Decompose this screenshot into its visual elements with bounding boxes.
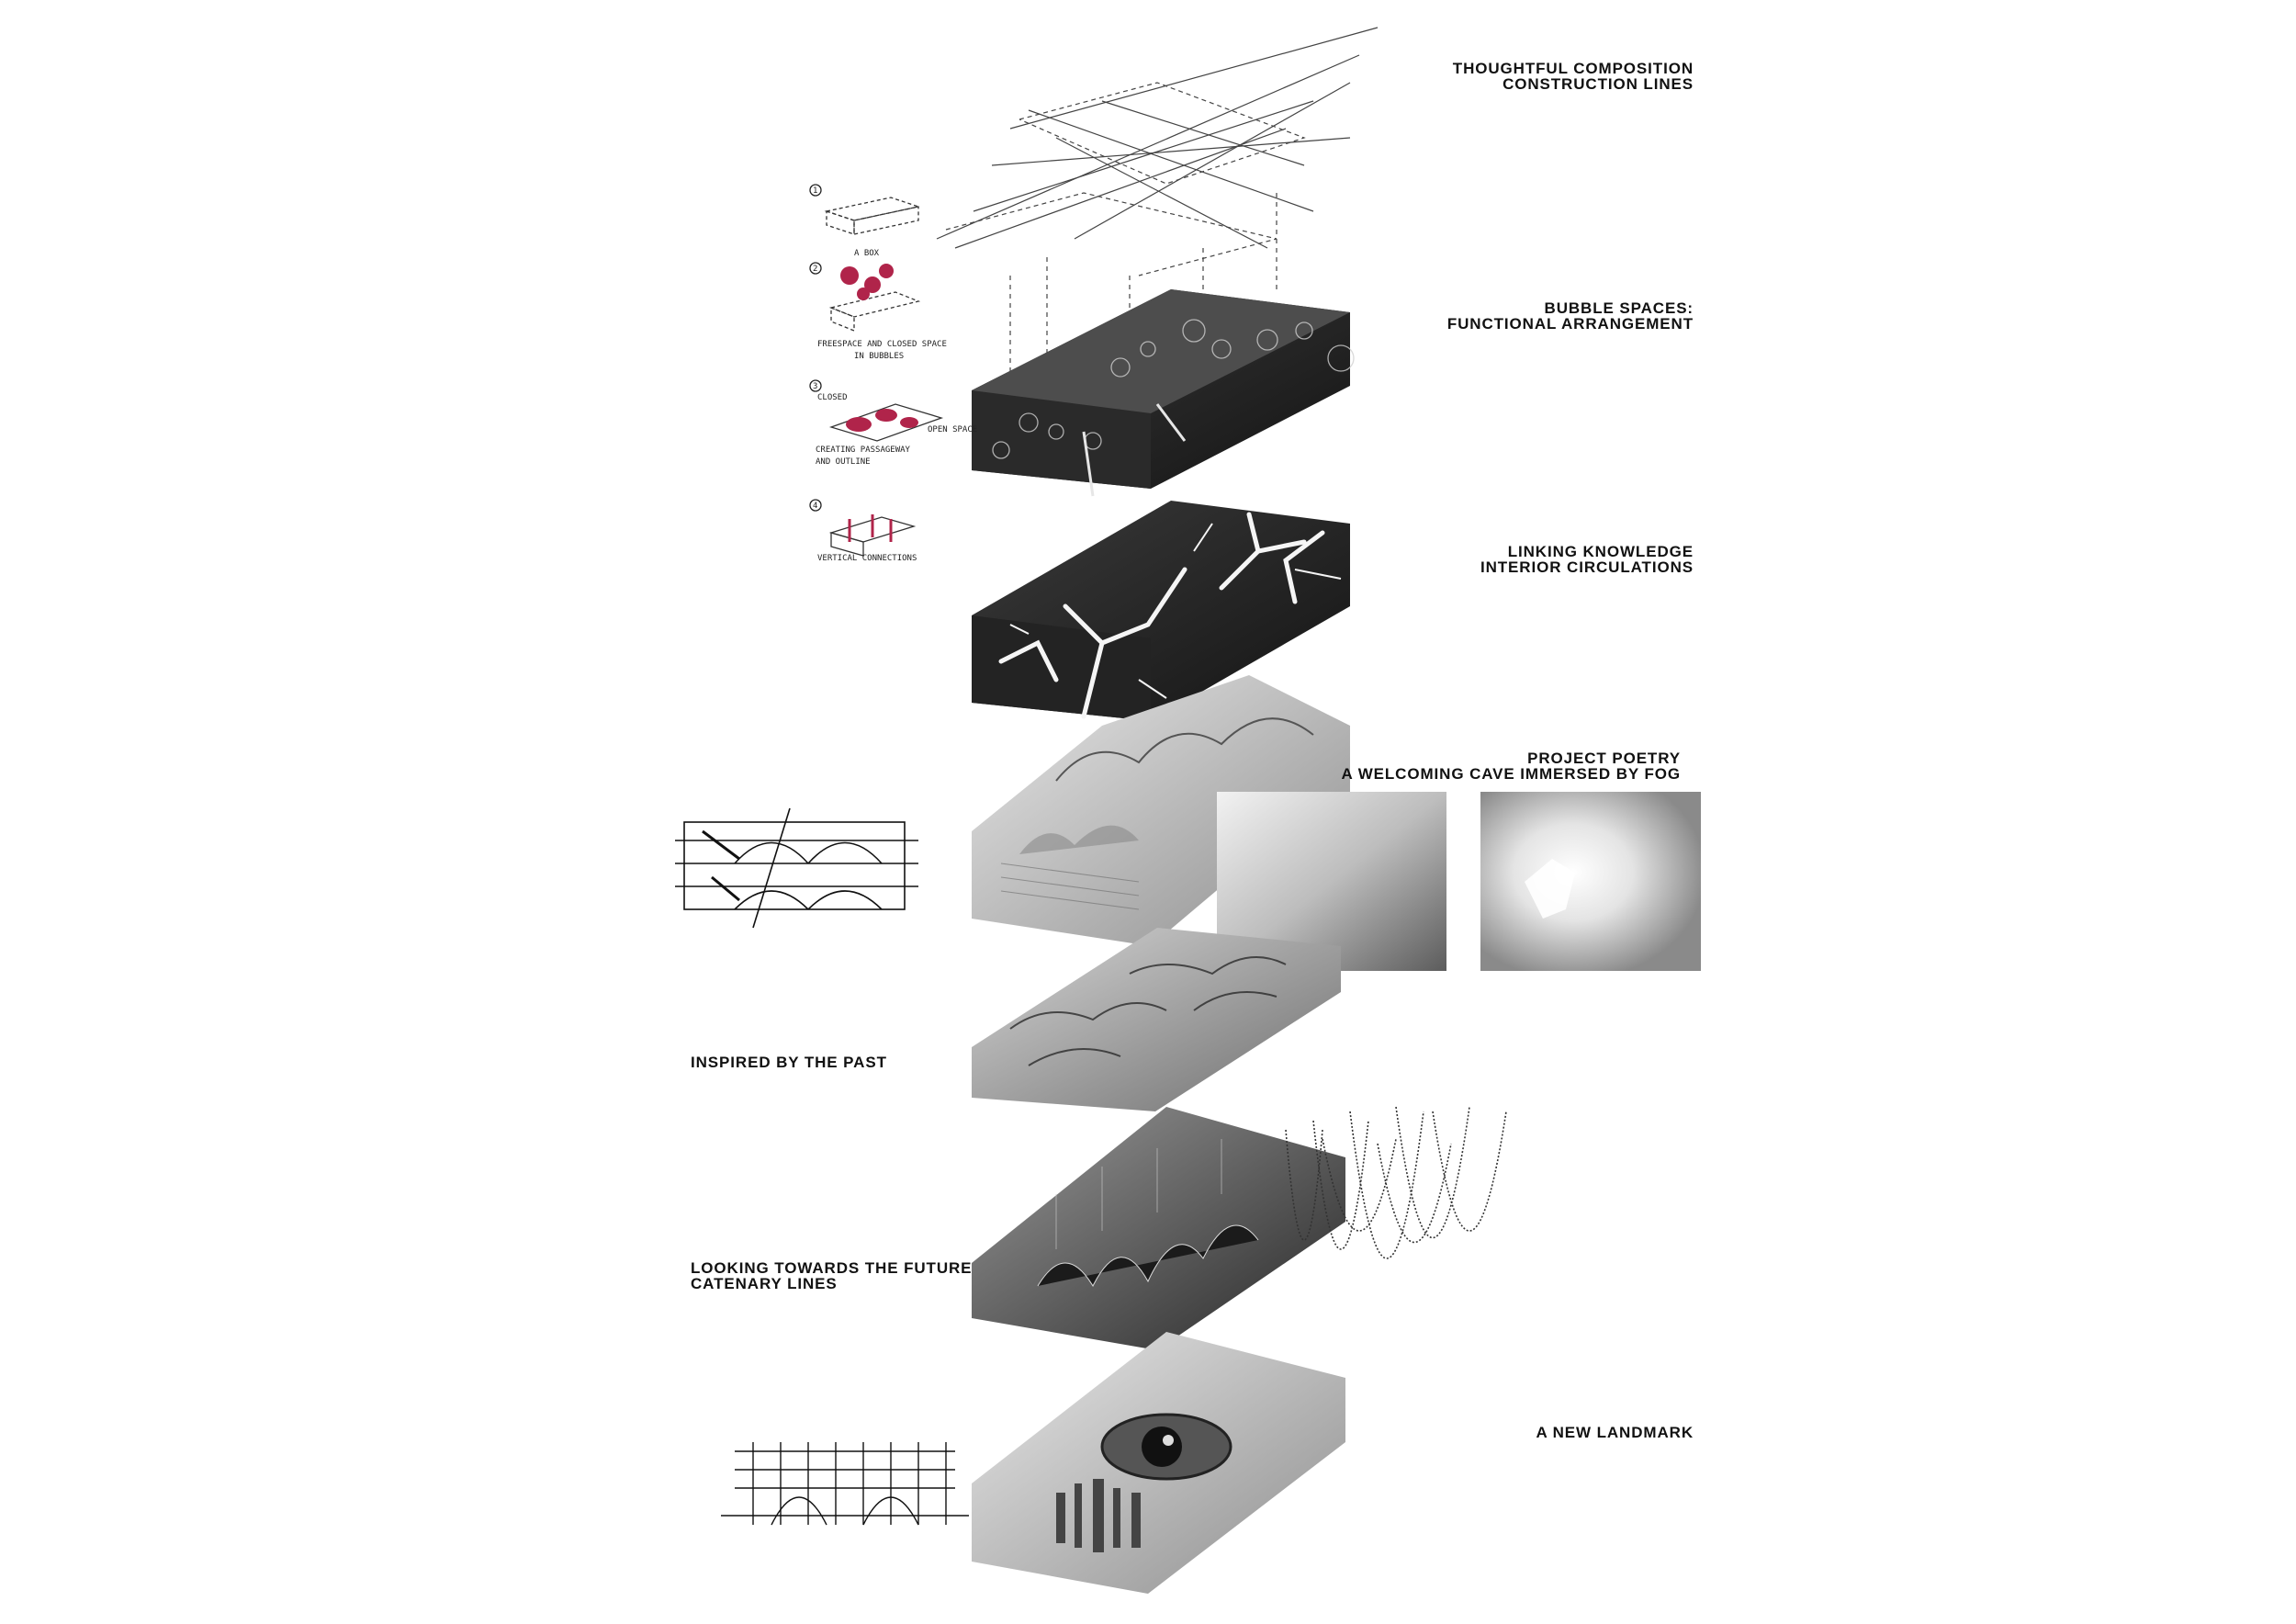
step-2-note: FREESPACE AND CLOSED SPACE	[817, 340, 947, 349]
step-sketch-box	[824, 197, 921, 235]
caption-looking-future: LOOKING TOWARDS THE FUTURE CATENARY LINE…	[691, 1259, 973, 1292]
caption-linking-knowledge: LINKING KNOWLEDGE INTERIOR CIRCULATIONS	[1480, 543, 1694, 576]
caption-composition: THOUGHTFUL COMPOSITION CONSTRUCTION LINE…	[1452, 60, 1694, 93]
step-1-number: 1	[813, 186, 817, 196]
step-sketch-vertical	[828, 514, 917, 557]
fog-cave-photo	[1480, 792, 1701, 971]
caption-inspired-by-past: INSPIRED BY THE PAST	[691, 1054, 887, 1071]
step-2-number: 2	[813, 265, 817, 274]
step-3-note: CREATING PASSAGEWAY	[816, 445, 911, 455]
step-3-number: 3	[813, 382, 817, 391]
step-3-tag-open: OPEN SPACE	[928, 425, 977, 434]
step-2-note-2: IN BUBBLES	[854, 352, 904, 361]
step-3-note-2: AND OUTLINE	[816, 457, 871, 467]
landmark-facade-sketch	[721, 1442, 969, 1526]
landmark-block	[972, 1332, 1345, 1594]
caption-new-landmark: A NEW LANDMARK	[1536, 1424, 1694, 1441]
past-relief-block	[972, 928, 1341, 1111]
step-sketch-bubbles	[828, 264, 921, 332]
cave-arch-sketch	[675, 807, 918, 929]
catenary-block	[972, 1107, 1345, 1350]
poetry-cave-block	[972, 675, 1350, 946]
caption-project-poetry: PROJECT POETRY A WELCOMING CAVE IMMERSED…	[1341, 750, 1681, 783]
step-3-tag-closed: CLOSED	[817, 393, 848, 402]
circulation-block	[972, 501, 1350, 721]
bubble-spaces-block	[972, 289, 1355, 497]
step-4-number: 4	[813, 502, 817, 511]
caption-bubble-spaces: BUBBLE SPACES: FUNCTIONAL ARRANGEMENT	[1446, 299, 1694, 333]
step-1-note: A BOX	[854, 249, 880, 258]
step-sketch-passageway	[828, 403, 944, 442]
step-4-note: VERTICAL CONNECTIONS	[817, 554, 917, 563]
catenary-chandelier-image	[1285, 1106, 1507, 1259]
